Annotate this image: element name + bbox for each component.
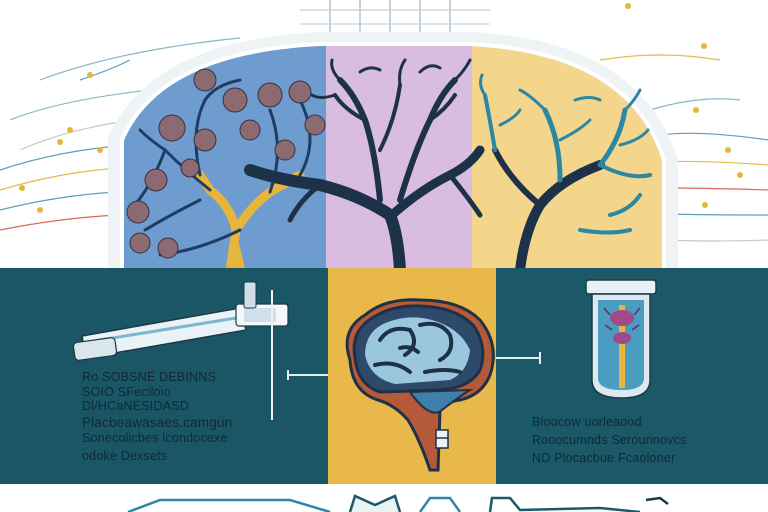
right-caption-line-1: Bloocow uorleaood (532, 415, 642, 429)
connectors (287, 352, 541, 380)
right-caption-line-3: ND Plocacbue Fcaoloner (532, 451, 676, 465)
left-caption-line-5: Sonecolicbes lcondocexe (82, 431, 228, 445)
tree-middle-icon (244, 58, 485, 276)
left-caption-line-1: Ro SOBSNE DEBINNS (82, 370, 216, 384)
left-caption-line-6: odoke Dexsets (82, 449, 168, 463)
syringe-icon (72, 281, 289, 420)
bottom-strip-icons (127, 494, 669, 512)
test-tube-icon (585, 279, 657, 399)
grid-pins (19, 3, 743, 213)
left-caption-line-4: Placbeawasaes.camgun (82, 415, 233, 430)
grid-lines (0, 0, 768, 242)
tree-right-icon (479, 73, 652, 275)
brain-icon (345, 298, 495, 472)
left-caption-line-3: Dl/HCaNESIDASD (82, 399, 189, 413)
tree-left-icon (126, 68, 326, 275)
right-caption-line-2: Rooocumnds Serounnovcs (532, 433, 687, 447)
left-caption-line-2: SOIO SFeciloio (82, 385, 171, 399)
